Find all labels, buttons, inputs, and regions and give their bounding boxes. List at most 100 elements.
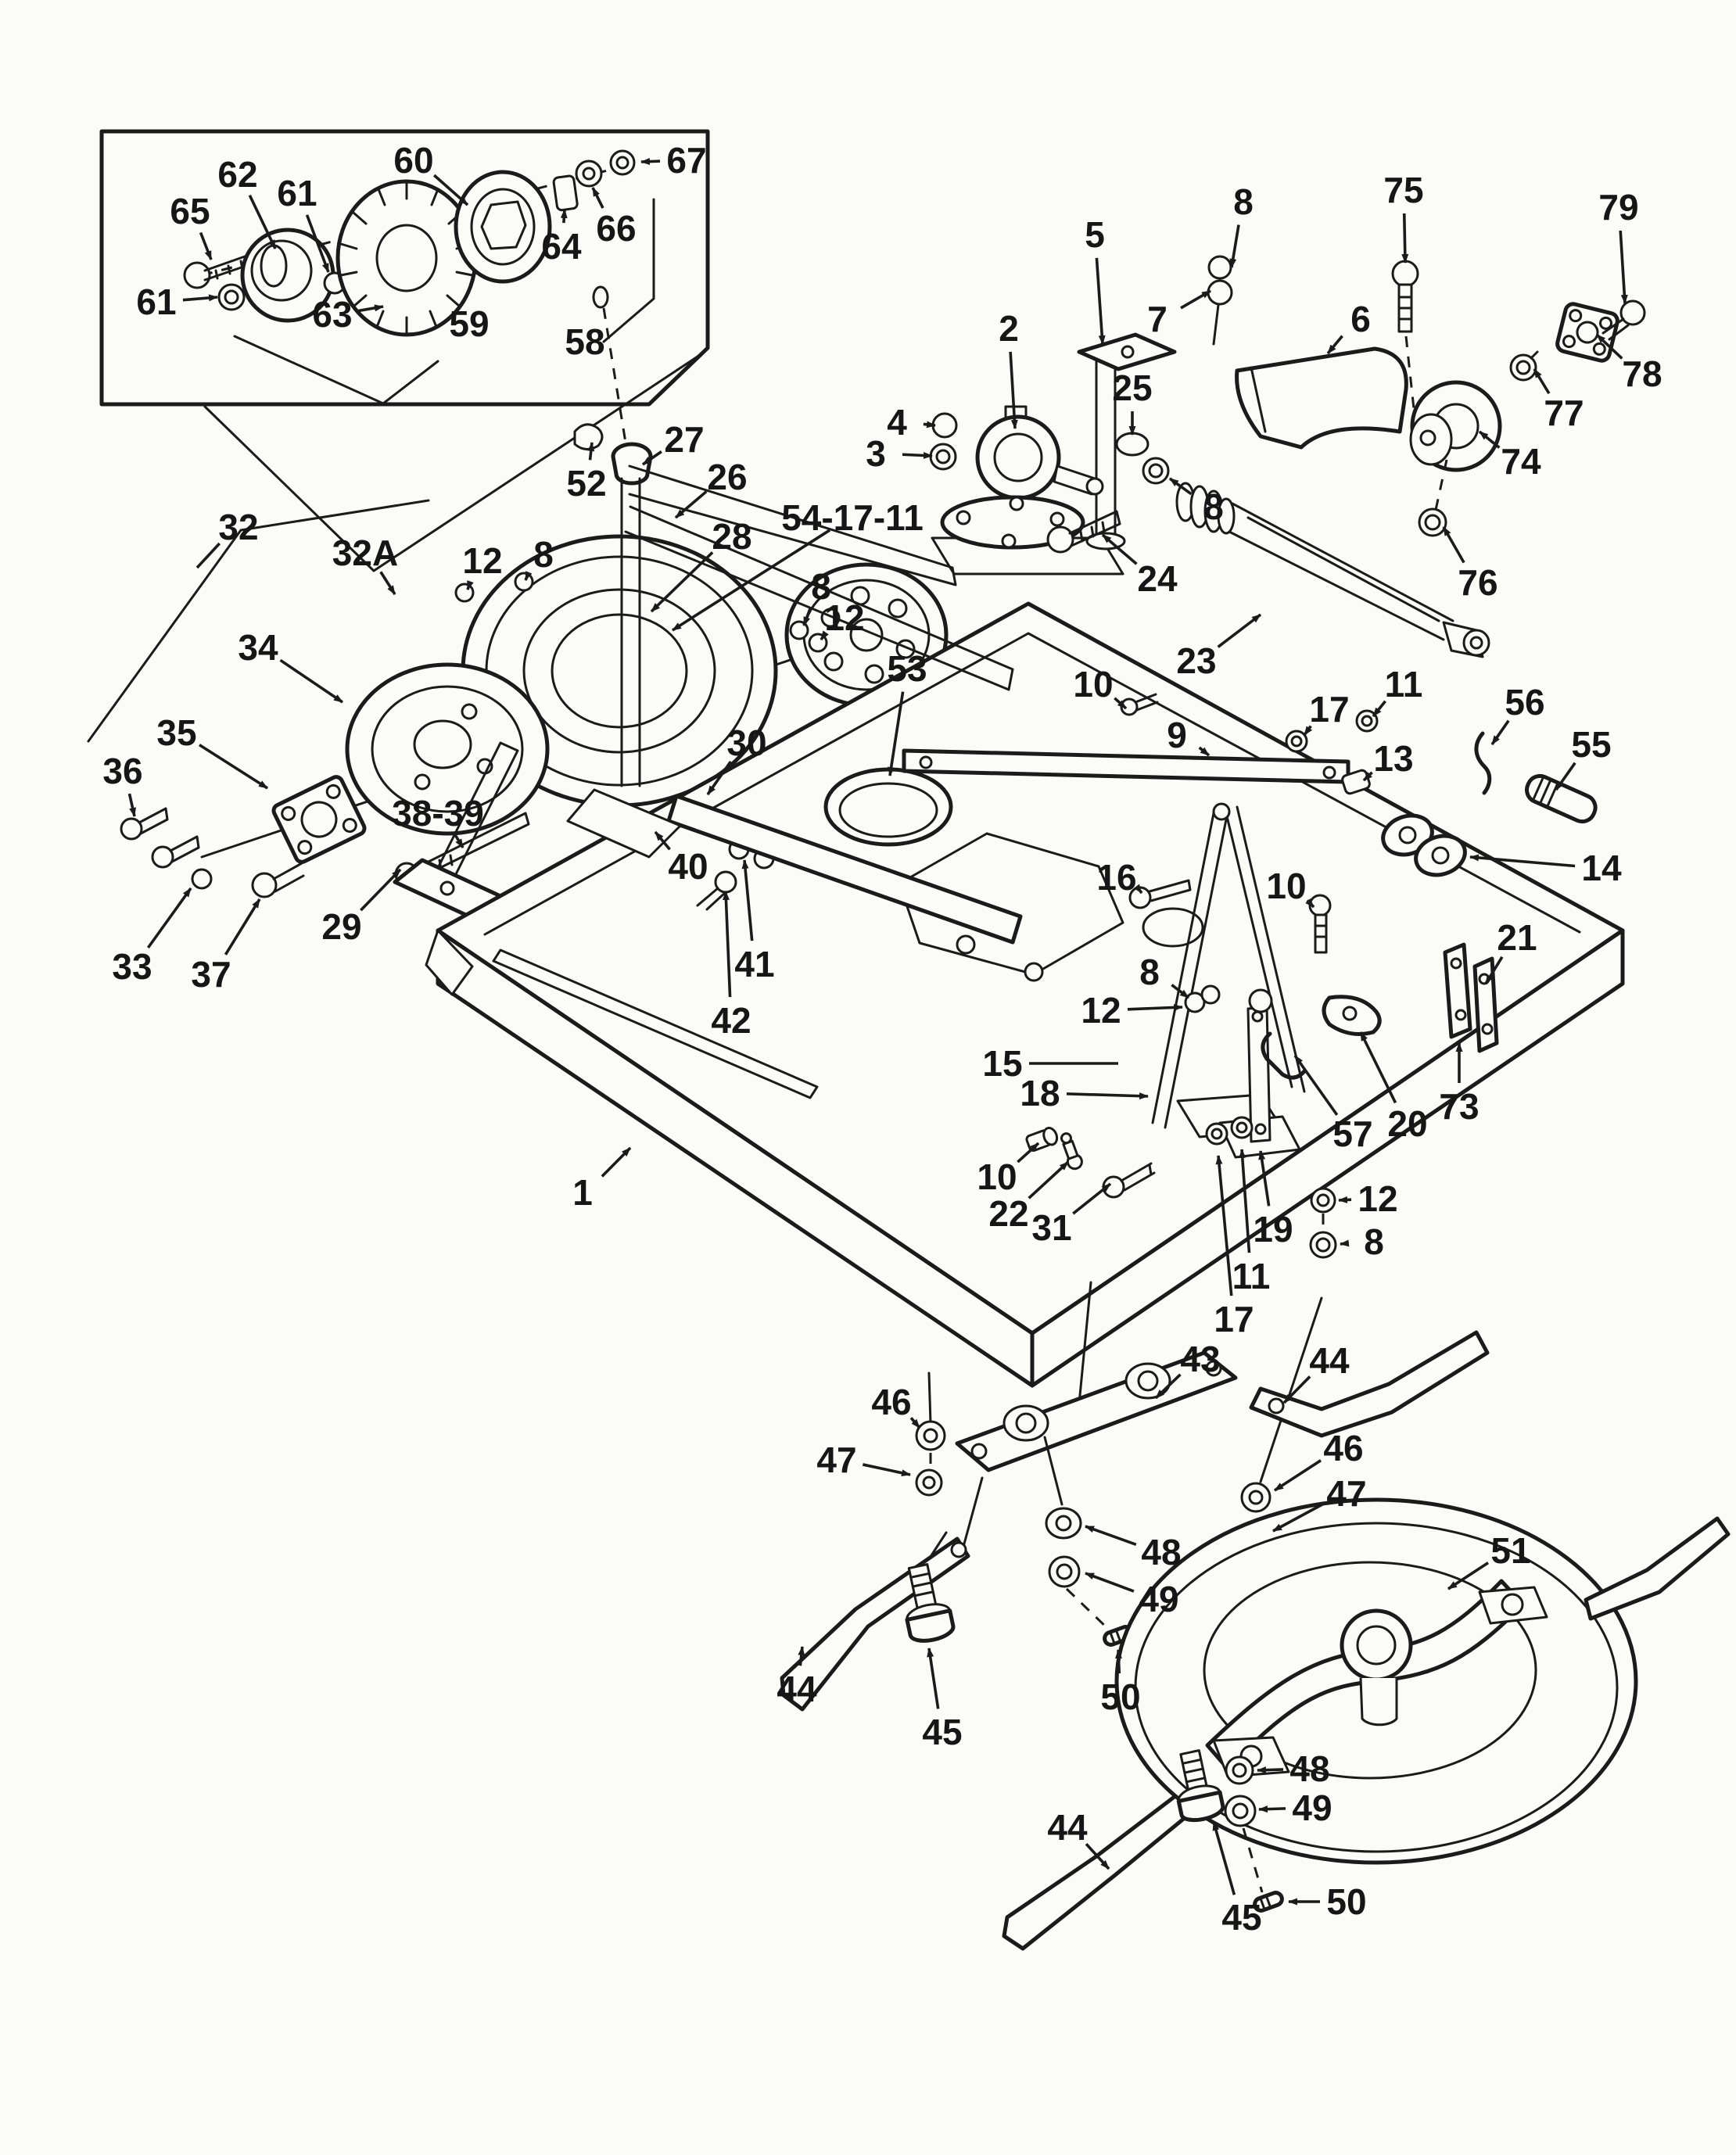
callout-20: 20 (1387, 1103, 1427, 1144)
bolt-10b-icon (1308, 894, 1332, 954)
leader-line-19 (1258, 1150, 1271, 1207)
leader-line-5 (1095, 257, 1106, 345)
leader-line-1 (601, 1146, 632, 1178)
callout-17: 17 (1214, 1299, 1254, 1339)
callout-26: 26 (707, 457, 747, 497)
leader-line-3 (902, 451, 933, 459)
callout-38-39: 38-39 (392, 793, 484, 834)
callout-2: 2 (999, 308, 1019, 349)
bolt-79-icon (1601, 299, 1646, 341)
disc-51-icon (1114, 1497, 1638, 1865)
washer-11b-icon (1230, 1116, 1254, 1139)
callout-5: 5 (1085, 214, 1105, 255)
support-leg-38-39-icon (393, 741, 519, 919)
nut-washer-7-8-icon (1207, 255, 1233, 346)
callout-7: 7 (1147, 299, 1167, 339)
cotter-56-icon (1474, 731, 1492, 795)
leader-line-20 (1359, 1031, 1397, 1104)
nut-76-icon (1418, 459, 1448, 537)
washer-48b-icon (1224, 1755, 1264, 1893)
leader-line-6 (1326, 335, 1343, 355)
nut-57-target-icon (1248, 988, 1273, 1013)
callout-52: 52 (566, 463, 606, 504)
washer-17b-icon (1205, 1122, 1228, 1146)
leader-line-21 (1484, 956, 1504, 984)
leader-line-23 (1217, 613, 1262, 648)
leader-line-7 (1180, 289, 1211, 310)
leader-line-61 (305, 214, 330, 273)
callout-57: 57 (1332, 1113, 1372, 1154)
bolts-36-icon (120, 807, 200, 869)
leader-line-17 (1215, 1155, 1233, 1296)
callout-62: 62 (217, 154, 257, 195)
leader-line-76 (1442, 526, 1465, 564)
leader-line-79 (1619, 230, 1628, 304)
callout-28: 28 (712, 516, 751, 557)
callout-67: 67 (666, 140, 706, 181)
leader-line-40 (654, 830, 671, 851)
callout-34: 34 (238, 627, 278, 668)
gearbox-2-icon (940, 405, 1104, 550)
leader-line-53 (888, 691, 905, 776)
tire-32A-icon (461, 534, 778, 808)
callout-46: 46 (871, 1382, 911, 1422)
callout-44: 44 (777, 1669, 817, 1709)
callout-49: 49 (1139, 1579, 1178, 1619)
cutting-assembly (780, 1281, 1731, 1951)
mast-post-28 (620, 477, 641, 787)
callout-15: 15 (982, 1043, 1022, 1084)
callout-16: 16 (1096, 857, 1136, 898)
callout-14: 14 (1581, 848, 1622, 888)
blade-44a-icon (1249, 1330, 1490, 1438)
callout-51: 51 (1490, 1530, 1530, 1571)
callout-17: 17 (1309, 689, 1349, 730)
leader-line-66 (591, 187, 604, 209)
tire-half-63-icon (335, 179, 478, 337)
shield-6-icon (1235, 346, 1408, 450)
nuts-12f-8f-icon (1309, 1187, 1337, 1259)
leader-line-33 (146, 887, 192, 949)
leader-line-44 (798, 1646, 805, 1666)
leader-line-45 (927, 1648, 940, 1709)
washer-3-icon (929, 443, 957, 471)
pin-50b-icon (1253, 1891, 1284, 1913)
callout-45: 45 (922, 1712, 962, 1752)
callout-18: 18 (1020, 1073, 1060, 1113)
leader-line-27 (641, 450, 662, 466)
callout-3: 3 (866, 433, 886, 474)
callout-8: 8 (1139, 952, 1160, 992)
bracket-58-line (602, 198, 655, 343)
callout-78: 78 (1622, 353, 1662, 394)
leader-line-61 (182, 294, 218, 302)
callout-47: 47 (816, 1440, 856, 1480)
callout-1: 1 (572, 1172, 593, 1213)
washer-12e-icon (1200, 984, 1221, 1005)
callout-59: 59 (449, 303, 489, 344)
washer-33-icon (191, 868, 213, 890)
blade-bar-43-icon (955, 1350, 1238, 1472)
leader-line-43 (1154, 1373, 1182, 1400)
callout-31: 31 (1031, 1207, 1071, 1248)
callout-6: 6 (1350, 299, 1371, 339)
leader-line-45 (1212, 1821, 1236, 1895)
leader-line-11 (1239, 1149, 1251, 1253)
bushing-48a-icon (1043, 1436, 1112, 1633)
leader-line-26 (674, 490, 708, 519)
callout-27: 27 (664, 419, 704, 460)
leader-line-10 (1305, 898, 1315, 909)
callout-65: 65 (170, 191, 210, 231)
leader-line-29 (360, 868, 402, 912)
callout-61: 61 (277, 173, 317, 213)
leader-line-56 (1490, 719, 1510, 746)
callout-32A: 32A (332, 532, 398, 573)
flange-78-icon (1555, 302, 1619, 363)
callout-32: 32 (218, 507, 258, 547)
callout-12: 12 (1081, 990, 1121, 1031)
callout-11: 11 (1232, 1256, 1271, 1296)
callout-48: 48 (1289, 1748, 1329, 1789)
leader-line-4 (923, 421, 936, 428)
clevis-14-icon (1381, 813, 1467, 877)
leader-line-55 (1555, 762, 1576, 791)
